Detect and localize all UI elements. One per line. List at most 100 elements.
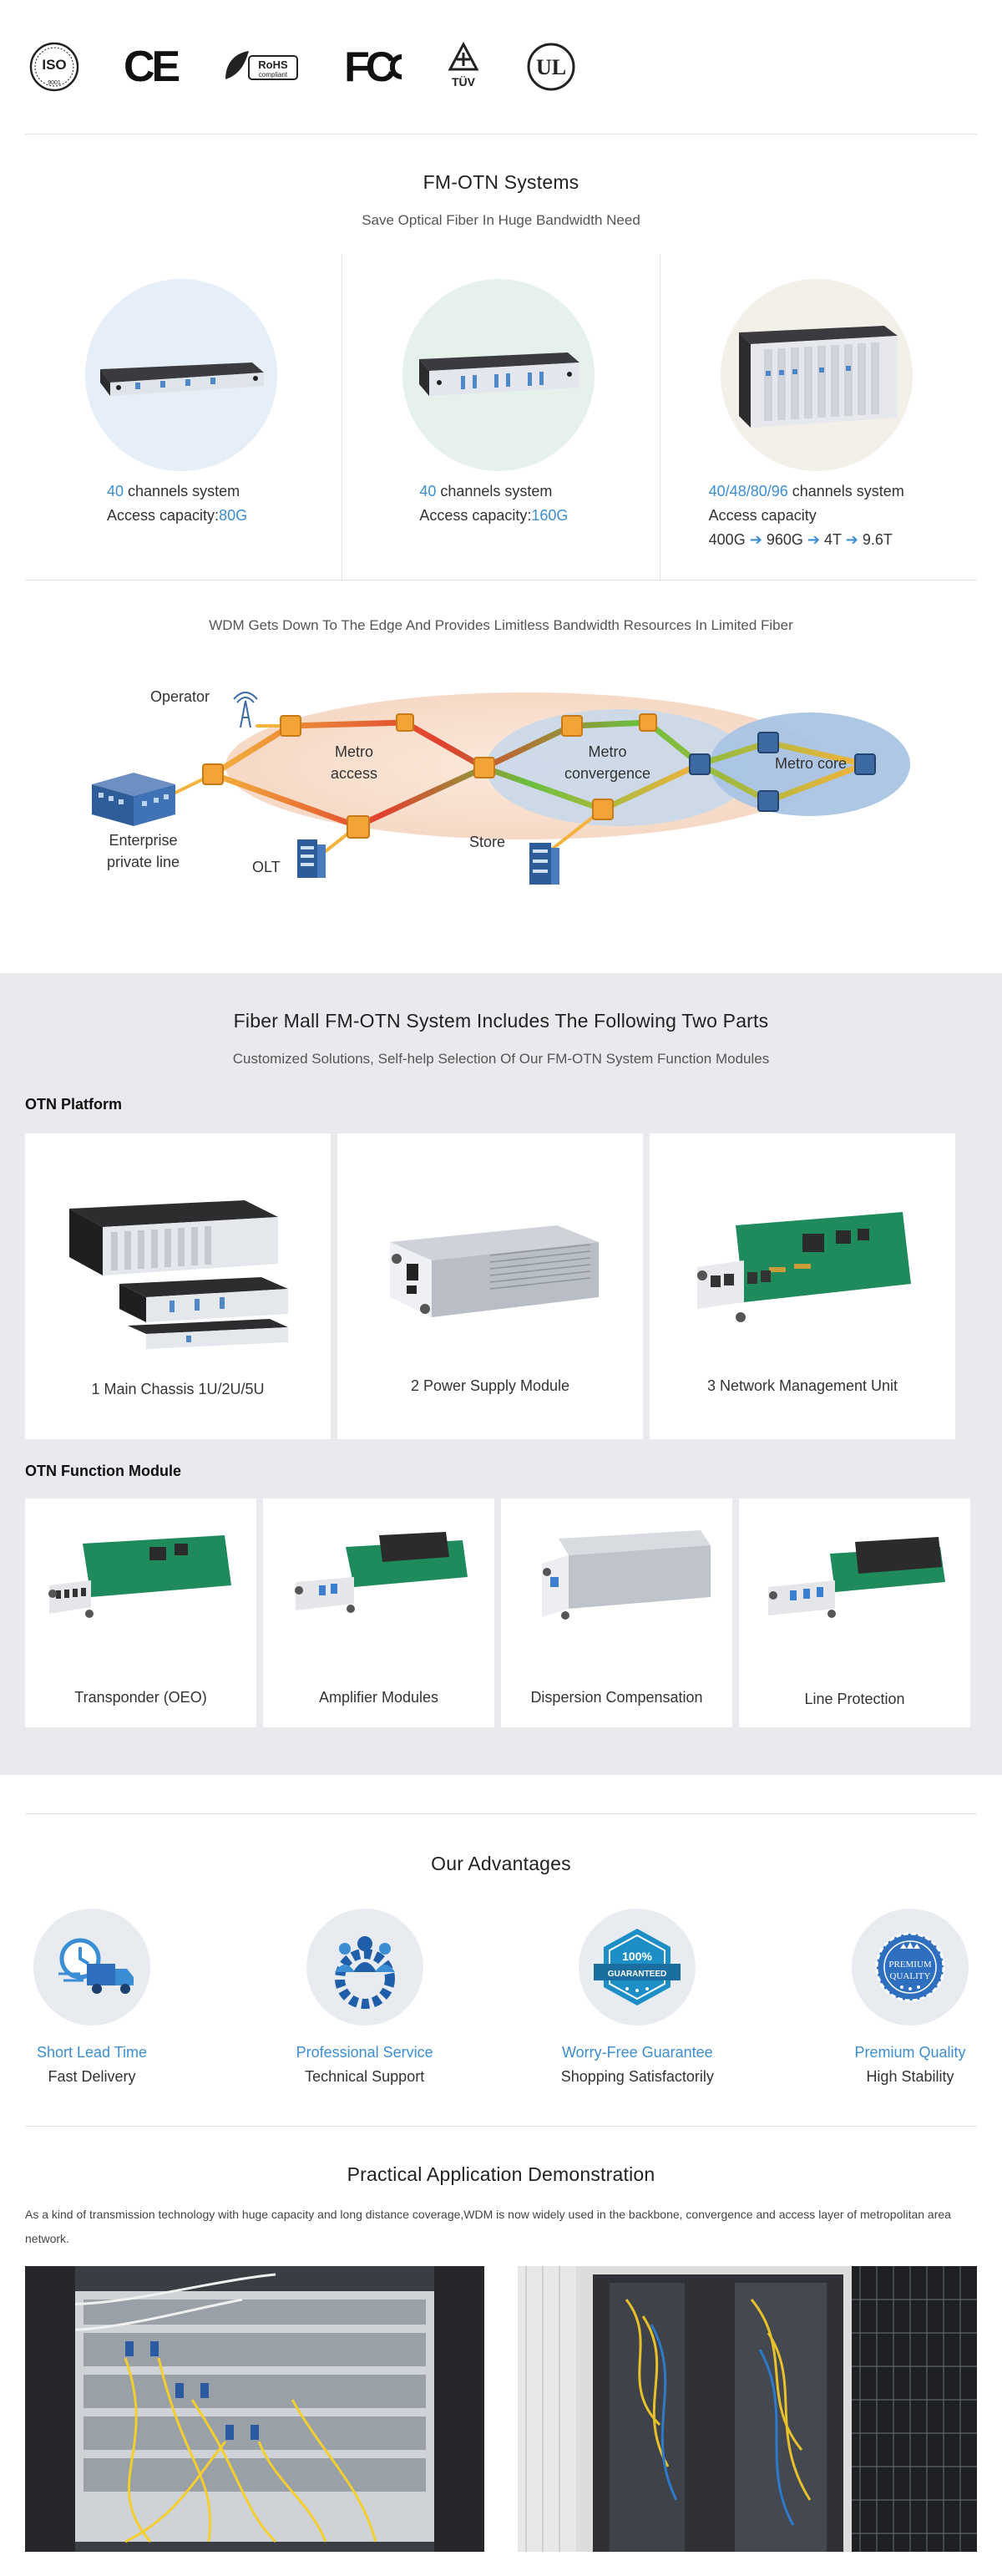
label-metro-convergence-line2: convergence (564, 765, 651, 782)
system-card-2u[interactable]: 40 channels system Access capacity:160G (342, 254, 659, 580)
function-card-line-protection[interactable]: Line Protection (739, 1498, 970, 1727)
ce-logo: CE (124, 38, 180, 96)
platform-caption: 1 Main Chassis 1U/2U/5U (91, 1381, 265, 1397)
advantages-list: Short Lead Time Fast Delivery Profession… (25, 1909, 977, 2086)
chassis-5u-image (738, 326, 898, 428)
advantage-item: Short Lead Time Fast Delivery (0, 1909, 192, 2086)
iso-sub: 9001 (48, 80, 61, 86)
diagram-title: WDM Gets Down To The Edge And Provides L… (209, 617, 793, 633)
arrow-right-icon: ➔ (807, 531, 820, 548)
wdm-network-diagram: Operator Enterprise private line OLT Met… (25, 659, 977, 951)
otn-function-heading: OTN Function Module (25, 1463, 181, 1479)
label-metro-convergence-line1: Metro (588, 743, 627, 760)
system-text: 40 channels system Access capacity:80G (107, 479, 247, 528)
system-card-5u[interactable]: 40/48/80/96 channels system Access capac… (659, 254, 977, 580)
fcc-logo: FC (344, 38, 402, 96)
advantage-item: Professional Service Technical Support (265, 1909, 465, 2086)
amplifier-module-image (294, 1532, 468, 1613)
divider (25, 580, 977, 581)
system-text: 40 channels system Access capacity:160G (419, 479, 568, 528)
advantage-title: Premium Quality (854, 2044, 966, 2061)
ce-text: CE (124, 43, 180, 91)
advantage-title: Short Lead Time (36, 2044, 148, 2061)
capacity-steps: 400G ➔ 960G ➔ 4T ➔ 9.6T (709, 528, 904, 552)
rohs-text: RoHS (259, 58, 289, 71)
otn-platform-heading: OTN Platform (25, 1096, 123, 1113)
advantage-item: 100% GUARANTEED Worry-Free Guarantee Sho… (537, 1909, 737, 2086)
platform-card-main-chassis[interactable]: 1 Main Chassis 1U/2U/5U (25, 1133, 331, 1439)
fcc-text: FC (344, 43, 396, 90)
label-metro-access-line2: access (331, 765, 378, 782)
certification-logos: ISO 9001 CE RoHS compliant FC TÜV (25, 0, 977, 134)
iso-text: ISO (42, 57, 66, 73)
function-card-dispersion[interactable]: Dispersion Compensation (501, 1498, 732, 1727)
advantage-sub: High Stability (866, 2068, 954, 2085)
parts-subtitle: Customized Solutions, Self-help Selectio… (232, 1051, 770, 1067)
premium-word-text: PREMIUM (888, 1960, 932, 1970)
platform-card-power-supply[interactable]: 2 Power Supply Module (337, 1133, 643, 1439)
system-card-1u[interactable]: 40 channels system Access capacity:80G (25, 254, 342, 580)
operator-tower-icon (233, 692, 258, 728)
systems-subtitle: Save Optical Fiber In Huge Bandwidth Nee… (362, 212, 640, 228)
advantage-item: PREMIUM QUALITY Premium Quality High Sta… (810, 1909, 1002, 2086)
advantage-title: Worry-Free Guarantee (561, 2044, 713, 2061)
function-card-amplifier[interactable]: Amplifier Modules (263, 1498, 494, 1727)
capacity-value: 160G (531, 507, 569, 524)
label-enterprise-line2: private line (107, 854, 180, 870)
application-paragraph: As a kind of transmission technology wit… (25, 2208, 951, 2245)
capacity-label: Access capacity (708, 507, 817, 524)
advantage-sub: Fast Delivery (48, 2068, 136, 2085)
platform-card-management-unit[interactable]: 3 Network Management Unit (650, 1133, 955, 1439)
label-operator: Operator (150, 688, 210, 705)
function-caption: Transponder (OEO) (74, 1689, 207, 1706)
iso-logo: ISO 9001 (28, 38, 80, 96)
advantages-title: Our Advantages (431, 1853, 571, 1874)
function-cards: Transponder (OEO) Amplifier Modules (25, 1498, 977, 1727)
application-title: Practical Application Demonstration (347, 2163, 655, 2185)
capacity-step: 4T (824, 531, 842, 548)
rohs-logo: RoHS compliant (220, 38, 301, 96)
dispersion-compensation-image (541, 1530, 711, 1620)
olt-device-icon (297, 839, 326, 878)
rack-cabling-photo (25, 2266, 484, 2552)
systems-list: 40 channels system Access capacity:80G 4… (25, 254, 977, 580)
label-store: Store (469, 834, 506, 850)
guarantee-word-text: GUARANTEED (608, 1970, 667, 1979)
channels-count: 40/48/80/96 (708, 483, 788, 499)
label-metro-access: Metro access (331, 741, 377, 784)
advantage-title: Professional Service (296, 2044, 433, 2061)
label-metro-core: Metro core (775, 755, 848, 772)
platform-caption: 3 Network Management Unit (706, 1377, 898, 1394)
arrow-right-icon: ➔ (749, 531, 762, 548)
capacity-step: 400G (708, 531, 746, 548)
ul-logo: UL (525, 38, 577, 96)
main-chassis-image (69, 1200, 288, 1349)
enterprise-building-icon (92, 773, 175, 826)
capacity-label: Access capacity: (107, 507, 220, 524)
advantage-sub: Shopping Satisfactorily (560, 2068, 714, 2085)
transponder-image (48, 1535, 231, 1618)
store-server-icon (529, 843, 559, 885)
platform-caption: 2 Power Supply Module (410, 1377, 570, 1394)
parts-title: Fiber Mall FM-OTN System Includes The Fo… (233, 1010, 769, 1032)
chassis-2u-image (419, 352, 580, 396)
channels-count: 40 (419, 483, 437, 499)
line-protection-image (767, 1537, 945, 1618)
network-management-unit-image (697, 1212, 911, 1322)
application-photos (25, 2266, 977, 2552)
divider (25, 1813, 977, 1814)
tuv-logo: TÜV (445, 38, 482, 96)
product-image (85, 279, 277, 471)
channels-label: channels system (124, 483, 240, 499)
platform-cards: 1 Main Chassis 1U/2U/5U 2 Power Supply M… (25, 1133, 977, 1439)
channels-count: 40 (107, 483, 124, 499)
advantage-sub: Technical Support (305, 2068, 425, 2085)
systems-title: FM-OTN Systems (423, 171, 579, 193)
function-card-transponder[interactable]: Transponder (OEO) (25, 1498, 256, 1727)
channels-label: channels system (787, 483, 904, 499)
quality-word-text: QUALITY (890, 1971, 931, 1981)
system-text: 40/48/80/96 channels system Access capac… (709, 479, 904, 552)
label-enterprise: Enterprise private line (107, 829, 180, 873)
channels-label: channels system (436, 483, 553, 499)
tuv-text: TÜV (452, 75, 476, 89)
